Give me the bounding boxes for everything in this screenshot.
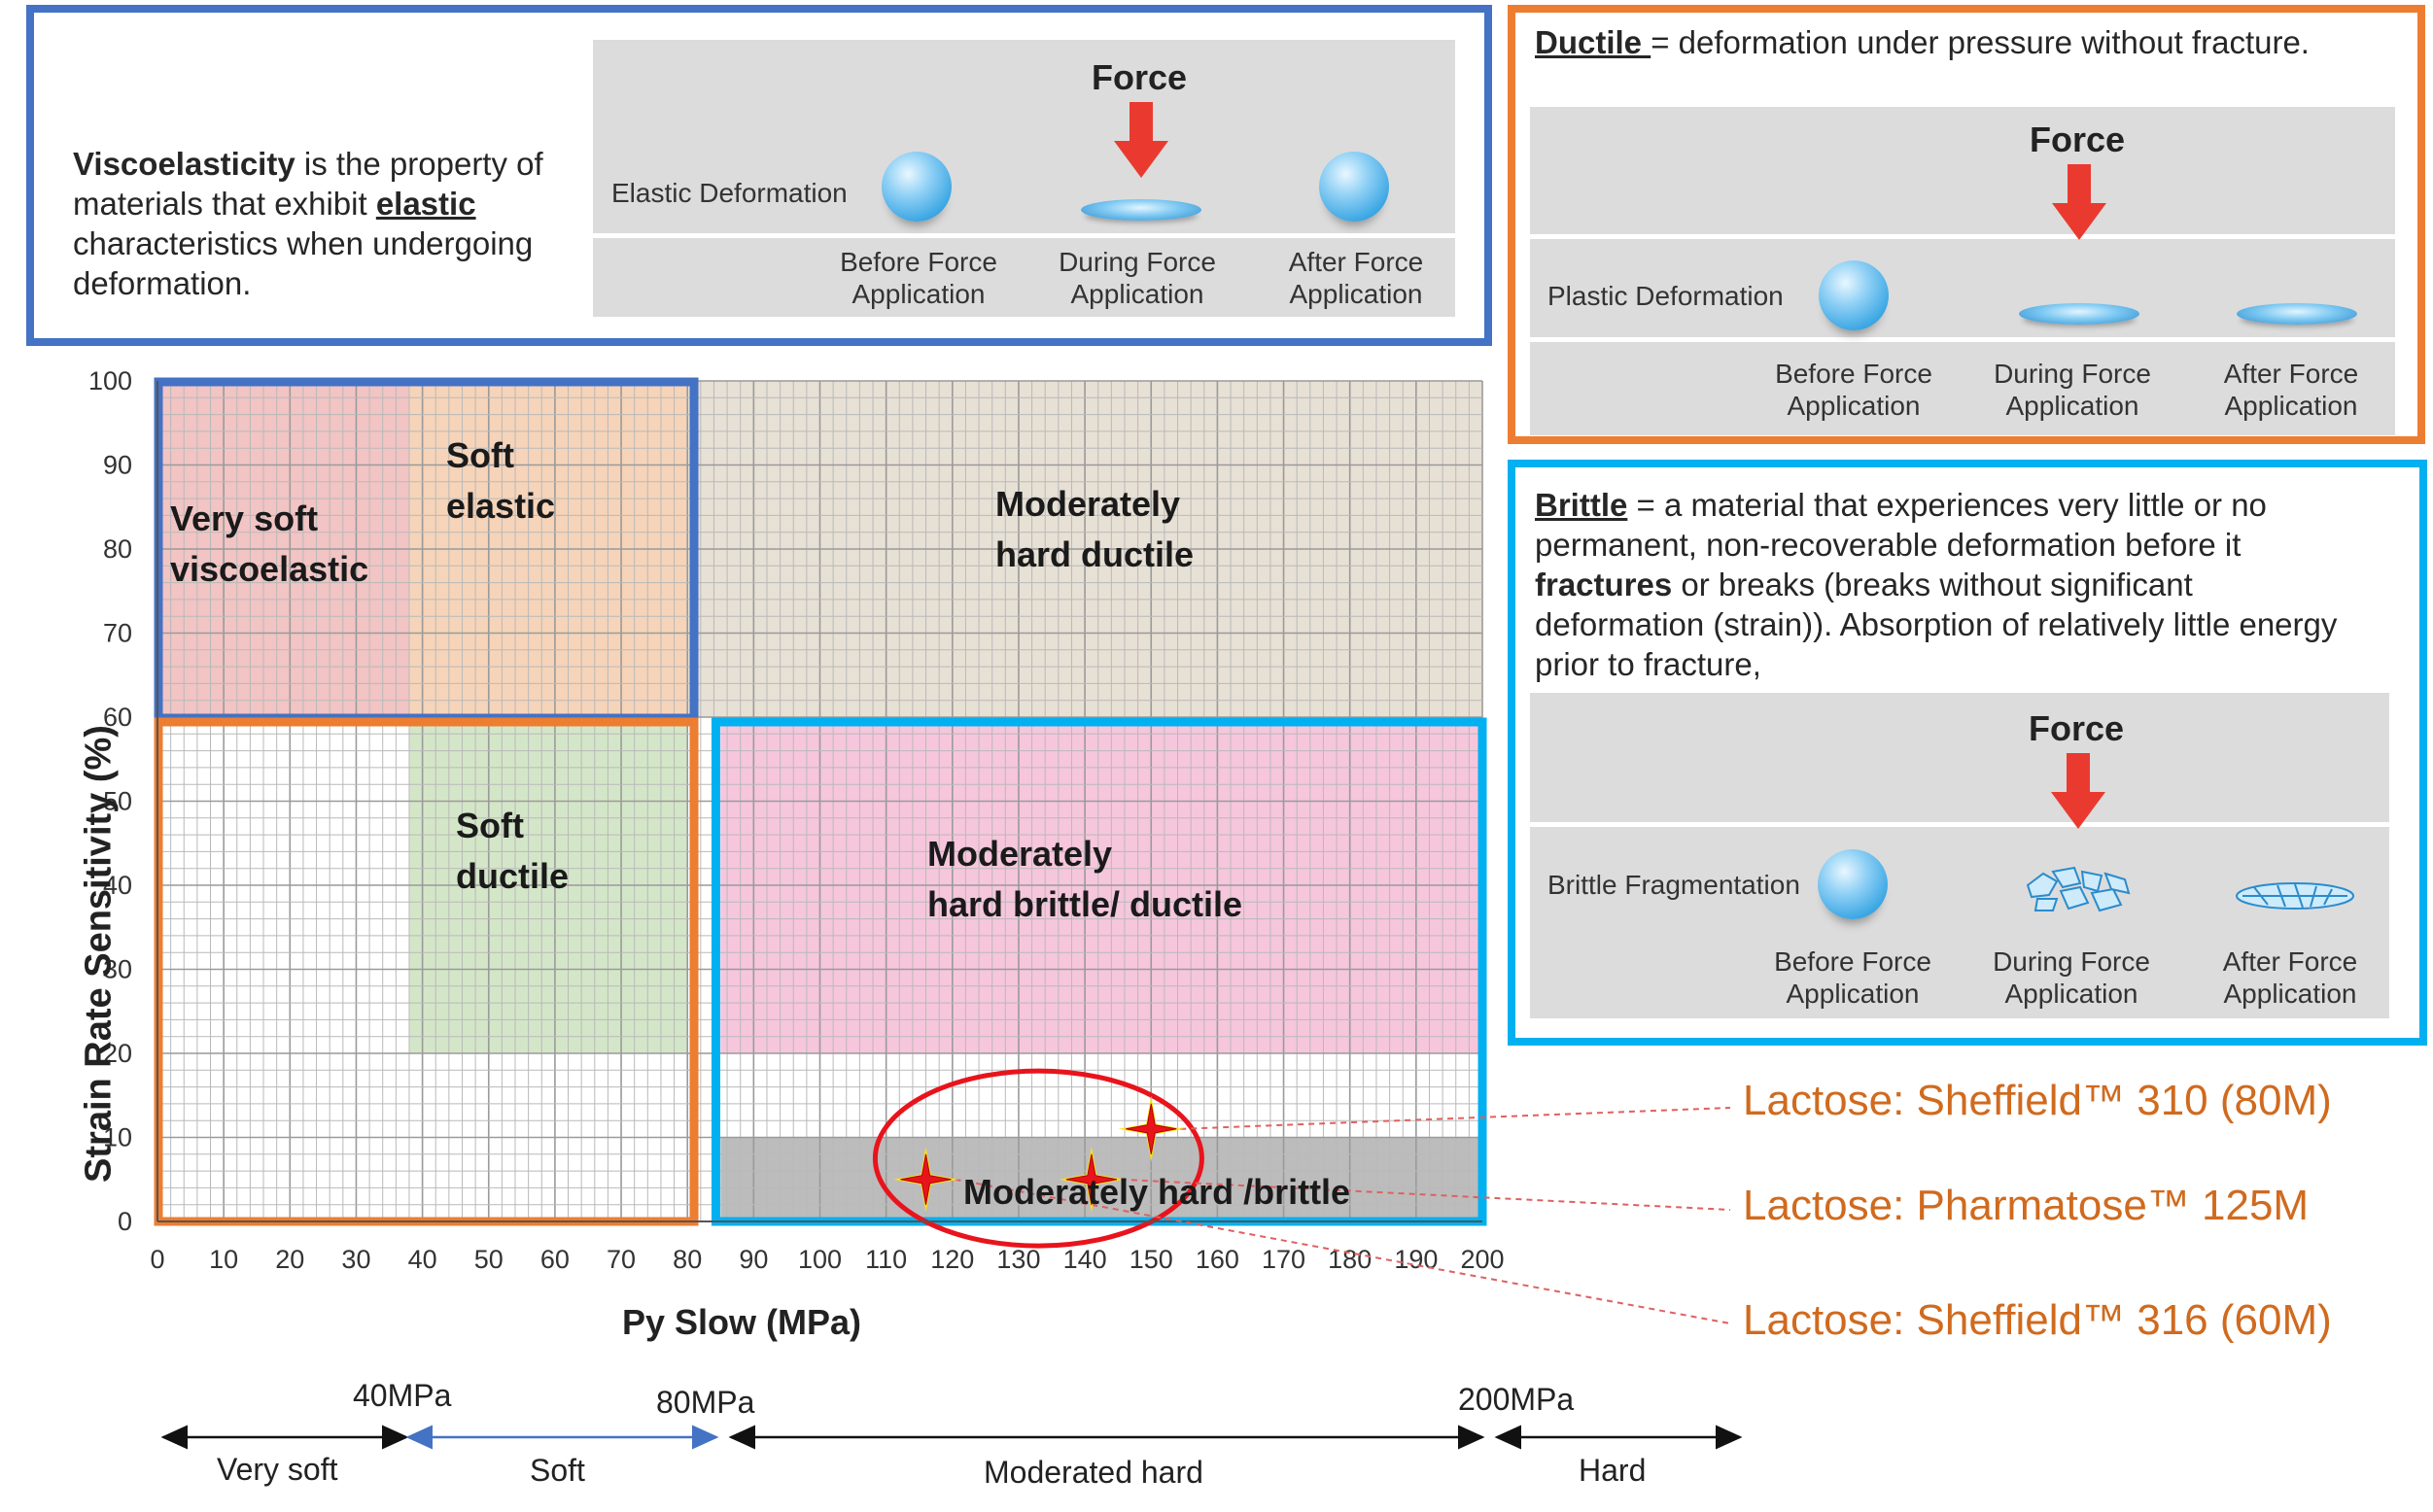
x-tick-label: 190 — [1394, 1245, 1438, 1274]
y-tick-label: 30 — [103, 955, 132, 984]
x-tick-label: 200 — [1460, 1245, 1504, 1274]
sphere-after-icon — [1319, 152, 1389, 222]
x-tick-label: 40 — [408, 1245, 437, 1274]
x-tick-label: 120 — [930, 1245, 974, 1274]
sphere-before-icon — [1818, 849, 1888, 919]
y-tick-label: 100 — [88, 366, 132, 395]
sphere-before-icon — [1819, 260, 1889, 330]
fragments-after-icon — [2236, 882, 2354, 910]
force-arrow-icon — [1114, 102, 1168, 178]
category-very-soft: Very soft — [217, 1452, 338, 1487]
threshold-200mpa: 200MPa — [1458, 1382, 1575, 1417]
leader-line — [955, 1178, 1731, 1324]
sphere-flattened-icon — [1081, 199, 1201, 221]
stage-label: After Force Application — [1288, 247, 1424, 309]
highlight-ellipse — [872, 1068, 1204, 1249]
category-moderated-hard: Moderated hard — [984, 1455, 1203, 1490]
x-tick-label: 170 — [1262, 1245, 1305, 1274]
ductile-definition: Ductile = deformation under pressure wit… — [1535, 24, 2310, 60]
stage-label: After Force Application — [2222, 946, 2358, 1009]
ductile-term: Ductile — [1535, 24, 1651, 60]
fractures-keyword: fractures — [1535, 567, 1673, 602]
legend-sheffield-310: Lactose: Sheffield™ 310 (80M) — [1743, 1077, 2332, 1124]
x-tick-label: 10 — [209, 1245, 238, 1274]
threshold-40mpa: 40MPa — [353, 1378, 452, 1413]
threshold-80mpa: 80MPa — [656, 1385, 755, 1420]
brittle-fragmentation-label: Brittle Fragmentation — [1547, 870, 1800, 900]
y-tick-label: 20 — [103, 1039, 132, 1068]
stage-label: During Force Application — [1059, 247, 1216, 309]
x-tick-label: 0 — [150, 1245, 164, 1274]
elastic-deformation-label: Elastic Deformation — [611, 178, 848, 208]
y-tick-label: 60 — [103, 703, 132, 732]
force-arrow-icon — [2051, 753, 2105, 829]
x-tick-label: 140 — [1063, 1245, 1107, 1274]
zone-label-moderately-hard-brittle-ductile: Moderately hard brittle/ ductile — [927, 834, 1243, 924]
brittle-term: Brittle — [1535, 487, 1628, 523]
elastic-keyword: elastic — [375, 186, 476, 222]
stage-label: During Force Application — [1993, 946, 2150, 1009]
x-tick-label: 150 — [1130, 1245, 1173, 1274]
x-tick-label: 70 — [607, 1245, 636, 1274]
zone-label-soft-elastic: Soft elastic — [446, 435, 556, 526]
viscoelasticity-panel: Viscoelasticity is the property of mater… — [26, 5, 1492, 346]
x-axis-title: Py Slow (MPa) — [622, 1302, 862, 1342]
sphere-flattened-icon — [2019, 303, 2139, 325]
stage-label: During Force Application — [1994, 359, 2151, 421]
y-tick-label: 90 — [103, 451, 132, 480]
sphere-flattened-after-icon — [2237, 303, 2357, 325]
data-point-star — [900, 1153, 952, 1205]
y-tick-label: 0 — [118, 1207, 132, 1236]
y-tick-label: 40 — [103, 871, 132, 900]
stage-label: Before Force Application — [1775, 359, 1932, 421]
brittle-definition: Brittle = a material that experiences ve… — [1535, 487, 2338, 682]
x-tick-label: 100 — [798, 1245, 842, 1274]
x-tick-label: 130 — [996, 1245, 1040, 1274]
force-label: Force — [2029, 708, 2125, 748]
zone-label-moderately-hard-brittle: Moderately hard /brittle — [963, 1172, 1351, 1212]
force-label: Force — [2030, 120, 2126, 159]
viscoelasticity-term: Viscoelasticity — [73, 146, 295, 182]
y-tick-label: 10 — [103, 1123, 132, 1152]
category-hard: Hard — [1579, 1453, 1647, 1488]
leader-line — [1120, 1178, 1731, 1211]
x-tick-label: 60 — [540, 1245, 570, 1274]
y-tick-label: 80 — [103, 534, 132, 564]
y-tick-label: 70 — [103, 619, 132, 648]
ductile-panel: Ductile = deformation under pressure wit… — [1508, 5, 2425, 444]
elastic-deformation-illustration — [593, 40, 1455, 317]
data-point-star — [1065, 1153, 1117, 1205]
stage-label: After Force Application — [2223, 359, 2359, 421]
x-tick-label: 110 — [865, 1245, 907, 1274]
brittle-panel: Brittle = a material that experiences ve… — [1508, 460, 2427, 1046]
force-arrow-icon — [2052, 164, 2106, 240]
plastic-deformation-label: Plastic Deformation — [1547, 281, 1784, 311]
x-tick-label: 50 — [474, 1245, 504, 1274]
x-tick-label: 160 — [1196, 1245, 1239, 1274]
x-tick-label: 90 — [739, 1245, 768, 1274]
x-tick-label: 80 — [673, 1245, 702, 1274]
plastic-deformation-illustration — [1530, 107, 2395, 435]
brittle-fragmentation-illustration — [1530, 693, 2389, 1018]
x-tick-label: 20 — [275, 1245, 304, 1274]
legend-sheffield-316: Lactose: Sheffield™ 316 (60M) — [1743, 1296, 2332, 1344]
data-point-star — [1126, 1103, 1177, 1154]
x-tick-label: 30 — [341, 1245, 370, 1274]
stage-label: Before Force Application — [1774, 946, 1931, 1009]
sphere-before-icon — [882, 152, 952, 222]
zone-label-very-soft-viscoelastic: Very soft viscoelastic — [170, 498, 369, 589]
fragmenting-particle-icon — [2026, 866, 2131, 912]
stage-label: Before Force Application — [840, 247, 997, 309]
viscoelasticity-definition: Viscoelasticity is the property of mater… — [73, 146, 543, 301]
zone-label-soft-ductile: Soft ductile — [456, 806, 570, 896]
zone-label-moderately-hard-ductile: Moderately hard ductile — [995, 484, 1195, 574]
category-soft: Soft — [530, 1453, 585, 1488]
force-label: Force — [1092, 57, 1188, 97]
legend-pharmatose-125m: Lactose: Pharmatose™ 125M — [1743, 1182, 2310, 1229]
y-tick-label: 50 — [103, 787, 132, 816]
